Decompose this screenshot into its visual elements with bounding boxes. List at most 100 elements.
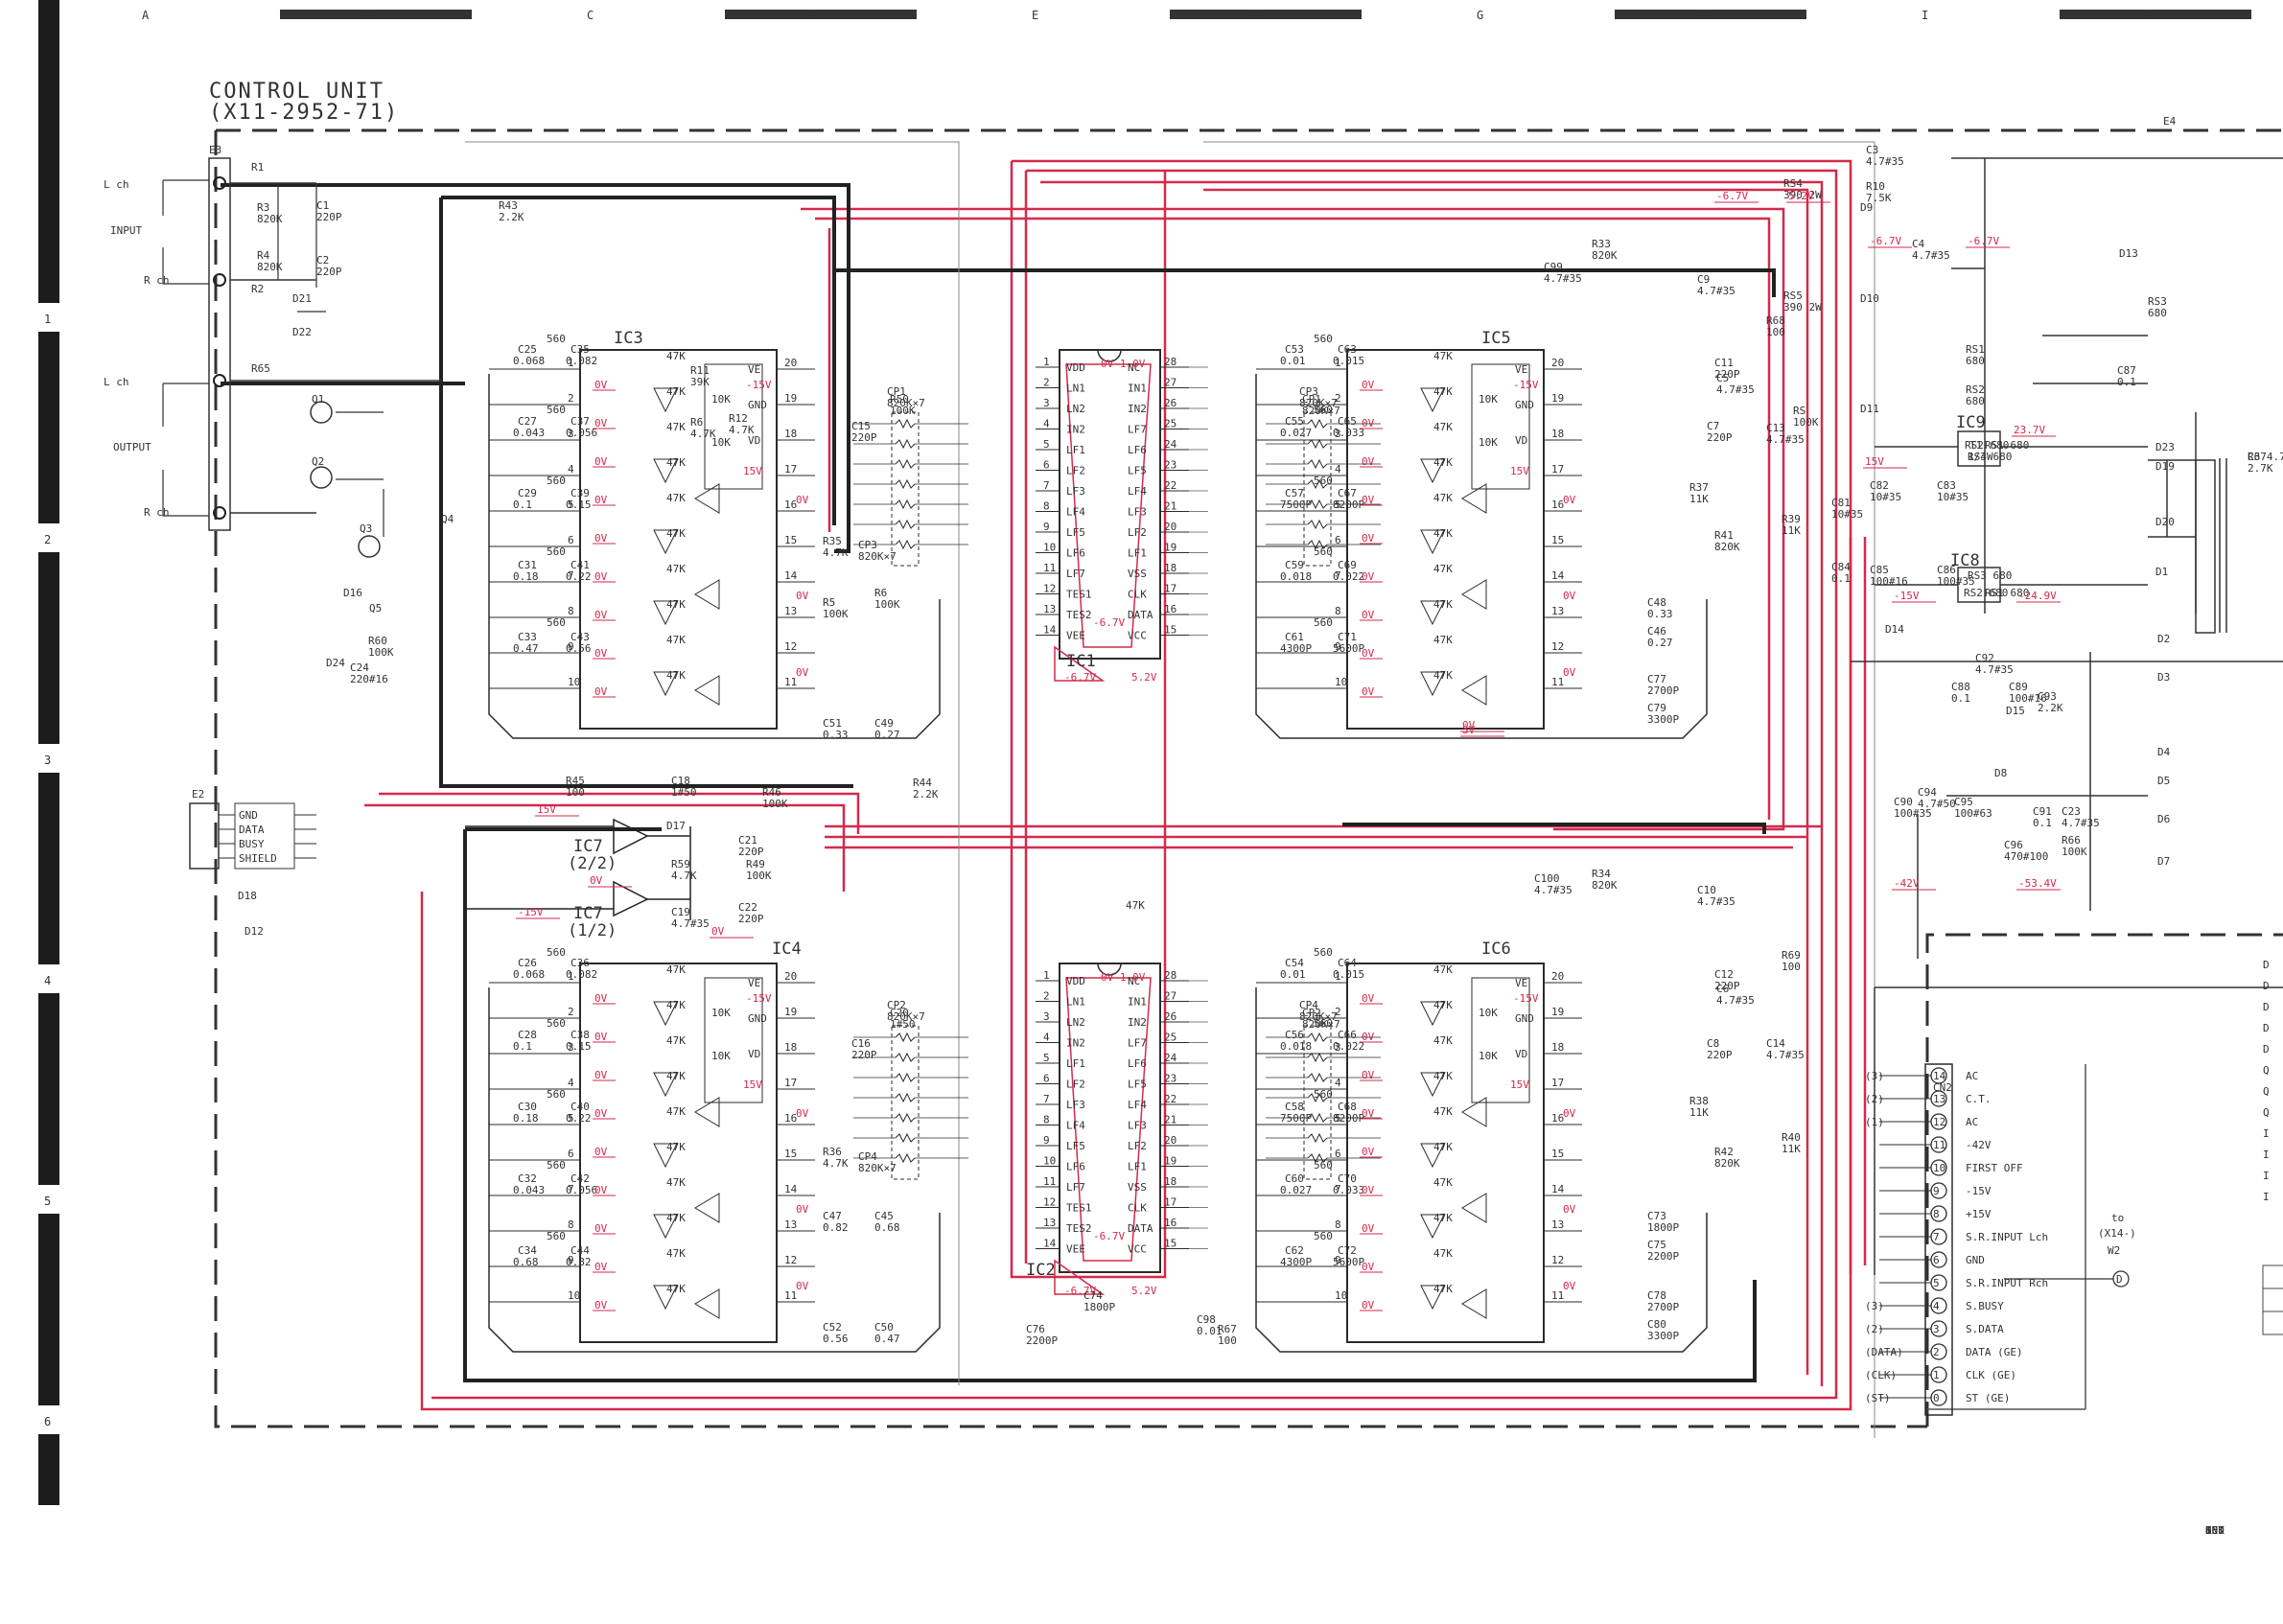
rch-out-label: R ch	[144, 506, 170, 519]
main-ic-red-wedge	[1054, 1259, 1106, 1295]
component-value: 1800P	[1083, 1301, 1115, 1313]
component-value: 100#16	[2009, 692, 2047, 705]
eq-resistor-560: 560	[1314, 1159, 1333, 1172]
eq-cap-value: 0.068	[513, 355, 545, 367]
main-ic-volt: -6.7V	[1093, 1230, 1125, 1242]
component-value: 220P	[316, 211, 342, 223]
cn2-pin-num: 10	[1933, 1162, 1945, 1174]
ic2-label: IC2	[1026, 1261, 1056, 1280]
eq-left-pin-num: 3	[1335, 1041, 1341, 1054]
eq-cap-value: 0.68	[513, 1256, 539, 1268]
e2-pin-label: DATA	[239, 824, 265, 836]
main-ic-pin-num: 1	[1043, 969, 1050, 982]
main-ic-pin-name: LF7	[1066, 568, 1085, 580]
eq-cap-value: 0.018	[1280, 1040, 1312, 1053]
eq-right-pin-name: VE	[1515, 977, 1527, 989]
component-ref: C48	[1647, 596, 1666, 609]
main-ic-pin-num: 1	[1043, 356, 1050, 368]
voltage-tag: -53.4V	[2018, 877, 2057, 890]
eq-right-pin-num: 11	[1551, 1289, 1564, 1302]
main-ic-pin-name: NC	[1128, 975, 1140, 987]
main-ic-pin-name: LN2	[1066, 1016, 1085, 1029]
eq-volt-tag: 0V	[1362, 609, 1375, 621]
cn2-pin-ref: (DATA)	[1865, 1346, 1903, 1358]
voltage-tag: -6.7V	[1870, 235, 1901, 247]
eq-left-pin-num: 6	[1335, 1148, 1341, 1160]
component-value: 0.1	[1951, 692, 1970, 705]
eq-volt-tag: 0V	[1362, 1184, 1375, 1196]
component-ref: C89	[2009, 681, 2028, 693]
eq-left-pin-num: 9	[568, 1254, 574, 1266]
eq-block-border	[488, 987, 941, 1353]
main-ic-pin-name: LF6	[1066, 1161, 1085, 1173]
e2-pin-label: SHIELD	[239, 852, 277, 865]
black-signal-bus	[221, 183, 1776, 1382]
component-ref: R10	[1866, 180, 1885, 193]
eq-right-pin-num: 12	[784, 640, 797, 653]
lch-out-label: L ch	[104, 376, 129, 388]
component-value: 0.27	[1647, 637, 1673, 649]
main-ic-pin-num: 26	[1164, 397, 1176, 409]
eq-resistor-47k: 47K	[666, 1212, 686, 1224]
ic8-label: IC8	[1950, 551, 1980, 570]
main-ic-pin-name: VEE	[1066, 1243, 1085, 1256]
component-ref: C2	[316, 254, 329, 267]
main-ic-pin-name: IN1	[1128, 383, 1147, 395]
component-value: 1800P	[1647, 1221, 1679, 1234]
main-ic-pin-num: 4	[1043, 418, 1050, 430]
right-edge-letter: D	[2263, 1001, 2270, 1013]
component-value: 4.7#35	[671, 917, 710, 930]
eq-left-pin-num: 4	[568, 463, 574, 476]
eq-cap-value: 0.033	[1333, 427, 1364, 439]
eq-right-pin-name: GND	[1515, 1012, 1534, 1025]
eq-cap-value: 0.18	[513, 570, 539, 583]
voltage-tag: -24.9V	[2018, 590, 2057, 602]
column-letter-E: E	[1032, 9, 1038, 22]
eq-resistor-560: 560	[547, 404, 566, 416]
main-ic-pin-name: LF1	[1128, 1161, 1147, 1173]
component-ref: C73	[1647, 1210, 1666, 1222]
eq-left-pin-num: 10	[1335, 1289, 1347, 1302]
component-ref: RS2	[1966, 383, 1985, 396]
row-marker-bg	[38, 523, 59, 552]
component-ref: D5	[2157, 775, 2170, 787]
eq-volt-tag: 0V	[594, 1299, 608, 1311]
component-value: 2.2K	[913, 788, 939, 800]
main-ic-pin-num: 16	[1164, 1217, 1176, 1229]
eq-volt-tag: 0V	[594, 532, 608, 545]
component-ref: R59	[671, 858, 690, 870]
main-ic-pin-num: 18	[1164, 562, 1176, 574]
eq-right-pin-num: 11	[784, 676, 797, 688]
eq-resistor-47k: 47K	[666, 421, 686, 433]
voltage-tag: 0V	[711, 925, 725, 938]
right-edge-letter: D	[2263, 1022, 2270, 1034]
component-ref: Q5	[369, 602, 382, 615]
main-ic-pin-name: LF4	[1066, 1120, 1085, 1132]
e2-pin-label: GND	[239, 809, 258, 822]
main-ic-red-outline	[1065, 363, 1152, 648]
eq-cap-value: 0.01	[1280, 355, 1306, 367]
component-value: 0.56	[823, 1333, 849, 1345]
component-value: 100#63	[1954, 807, 1992, 820]
eq-volt-pos15: 15V	[1510, 1079, 1529, 1091]
eq-volt-ov: 0V	[1563, 666, 1576, 679]
eq-left-pin-num: 4	[1335, 463, 1341, 476]
main-ic-pin-num: 19	[1164, 542, 1176, 554]
cn2-pin-num: 13	[1933, 1093, 1945, 1105]
component-ref: T1	[1969, 439, 1982, 452]
component-ref: D8	[1994, 767, 2007, 779]
component-ref: C51	[823, 717, 842, 730]
component-value: 4.7K	[690, 428, 716, 440]
eq-resistor-47k: 47K	[1433, 456, 1453, 469]
eq-volt-ov: 0V	[796, 666, 809, 679]
component-value: 0.1	[1831, 572, 1851, 585]
component-value: 820K	[1592, 249, 1618, 262]
eq-left-pin-num: 2	[568, 1006, 574, 1018]
ic9-gnd: RS3 680	[1968, 451, 2012, 463]
eq-ic-body	[1346, 349, 1545, 730]
component-ref: C47	[823, 1210, 842, 1222]
row-marker-bg	[38, 744, 59, 773]
main-ic-pin-name: VCC	[1128, 1243, 1147, 1256]
eq-cap-ref: C72	[1338, 1244, 1357, 1257]
